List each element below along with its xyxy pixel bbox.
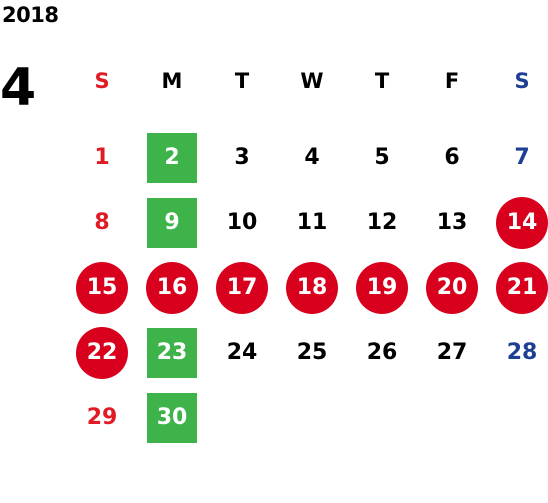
day-cell-empty xyxy=(277,385,347,450)
day-number: 27 xyxy=(436,340,468,365)
day-number: 30 xyxy=(156,405,188,430)
day-cell[interactable]: 12 xyxy=(347,190,417,255)
day-number: 25 xyxy=(296,340,328,365)
day-number: 2 xyxy=(164,145,180,170)
day-cell[interactable]: 23 xyxy=(137,320,207,385)
day-number: 3 xyxy=(234,145,250,170)
day-number: 28 xyxy=(506,340,538,365)
day-number: 5 xyxy=(374,145,390,170)
day-cell[interactable]: 28 xyxy=(487,320,548,385)
day-cell[interactable]: 30 xyxy=(137,385,207,450)
month-label: 4 xyxy=(0,58,37,118)
day-number: 20 xyxy=(436,275,468,300)
day-cell-empty xyxy=(347,385,417,450)
day-number: 7 xyxy=(514,145,530,170)
day-number: 15 xyxy=(86,275,118,300)
day-cell[interactable]: 26 xyxy=(347,320,417,385)
day-cell[interactable]: 10 xyxy=(207,190,277,255)
day-number: 14 xyxy=(506,210,538,235)
day-number: 1 xyxy=(94,145,110,170)
day-number: 8 xyxy=(94,210,110,235)
day-cell[interactable]: 17 xyxy=(207,255,277,320)
weekday-sat: S xyxy=(514,69,530,93)
day-cell[interactable]: 14 xyxy=(487,190,548,255)
day-number: 10 xyxy=(226,210,258,235)
day-number: 19 xyxy=(366,275,398,300)
day-cell[interactable]: 5 xyxy=(347,125,417,190)
day-cell[interactable]: 27 xyxy=(417,320,487,385)
day-cell[interactable]: 3 xyxy=(207,125,277,190)
weekday-thu: T xyxy=(374,69,390,93)
day-number: 11 xyxy=(296,210,328,235)
day-cell[interactable]: 11 xyxy=(277,190,347,255)
day-number: 24 xyxy=(226,340,258,365)
weekday-fri: F xyxy=(444,69,460,93)
day-cell-empty xyxy=(207,385,277,450)
day-cell[interactable]: 13 xyxy=(417,190,487,255)
day-cell[interactable]: 22 xyxy=(67,320,137,385)
weekday-sun: S xyxy=(94,69,110,93)
calendar-grid: S M T W T F S 1 2 3 4 5 6 7 8 9 10 11 12… xyxy=(67,60,548,450)
day-cell[interactable]: 1 xyxy=(67,125,137,190)
day-number: 13 xyxy=(436,210,468,235)
day-cell[interactable]: 29 xyxy=(67,385,137,450)
day-cell[interactable]: 21 xyxy=(487,255,548,320)
day-number: 4 xyxy=(304,145,320,170)
day-cell[interactable]: 19 xyxy=(347,255,417,320)
day-cell[interactable]: 7 xyxy=(487,125,548,190)
day-number: 16 xyxy=(156,275,188,300)
year-label: 2018 xyxy=(2,3,59,27)
day-number: 29 xyxy=(86,405,118,430)
day-cell[interactable]: 2 xyxy=(137,125,207,190)
weekday-wed: W xyxy=(300,69,324,93)
day-number: 9 xyxy=(164,210,180,235)
weekday-tue: T xyxy=(234,69,250,93)
day-number: 18 xyxy=(296,275,328,300)
day-number: 6 xyxy=(444,145,460,170)
day-number: 17 xyxy=(226,275,258,300)
day-cell[interactable]: 8 xyxy=(67,190,137,255)
day-number: 12 xyxy=(366,210,398,235)
day-cell[interactable]: 9 xyxy=(137,190,207,255)
day-cell[interactable]: 4 xyxy=(277,125,347,190)
day-number: 21 xyxy=(506,275,538,300)
day-number: 22 xyxy=(86,340,118,365)
day-number: 23 xyxy=(156,340,188,365)
day-cell-empty xyxy=(487,385,548,450)
day-cell[interactable]: 15 xyxy=(67,255,137,320)
day-number: 26 xyxy=(366,340,398,365)
day-cell[interactable]: 24 xyxy=(207,320,277,385)
weekday-mon: M xyxy=(161,69,183,93)
day-cell[interactable]: 6 xyxy=(417,125,487,190)
day-cell[interactable]: 16 xyxy=(137,255,207,320)
day-cell-empty xyxy=(417,385,487,450)
day-cell[interactable]: 25 xyxy=(277,320,347,385)
day-cell[interactable]: 20 xyxy=(417,255,487,320)
day-cell[interactable]: 18 xyxy=(277,255,347,320)
